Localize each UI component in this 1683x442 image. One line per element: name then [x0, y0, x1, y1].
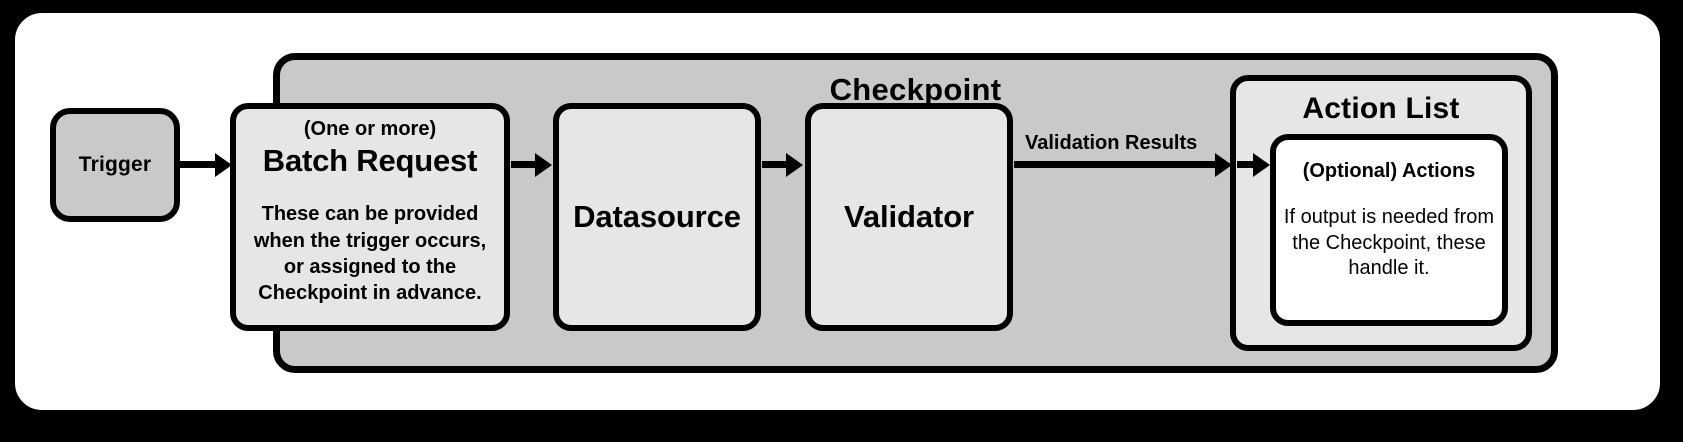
outer-frame: Trigger Checkpoint (One or more) Batch R…: [8, 6, 1667, 417]
node-optional-actions[interactable]: (Optional) Actions If output is needed f…: [1270, 134, 1508, 326]
arrow-action-list-to-actions: [1237, 152, 1270, 177]
node-datasource[interactable]: Datasource: [553, 103, 761, 331]
arrow-trigger-to-batch-request: [180, 152, 232, 177]
trigger-label: Trigger: [78, 152, 152, 176]
action-list-title: Action List: [1302, 92, 1460, 125]
node-trigger[interactable]: Trigger: [50, 108, 180, 222]
node-validator[interactable]: Validator: [805, 103, 1013, 331]
optional-actions-title: (Optional) Actions: [1302, 160, 1476, 182]
batch-request-subtitle: (One or more): [303, 118, 437, 140]
optional-actions-description: If output is needed from the Checkpoint,…: [1283, 206, 1495, 280]
arrow-validator-to-action-list: [1014, 152, 1232, 177]
arrow-datasource-to-validator: [762, 152, 803, 177]
batch-request-title: Batch Request: [262, 142, 478, 178]
edge-label-validation-results: Validation Results: [1025, 132, 1198, 154]
validator-title: Validator: [843, 198, 975, 234]
datasource-title: Datasource: [573, 198, 741, 234]
checkpoint-title: Checkpoint: [829, 72, 1002, 107]
arrow-batch-request-to-datasource: [511, 152, 552, 177]
batch-request-description: These can be provided when the trigger o…: [253, 203, 487, 305]
node-batch-request[interactable]: (One or more) Batch Request These can be…: [230, 103, 510, 331]
